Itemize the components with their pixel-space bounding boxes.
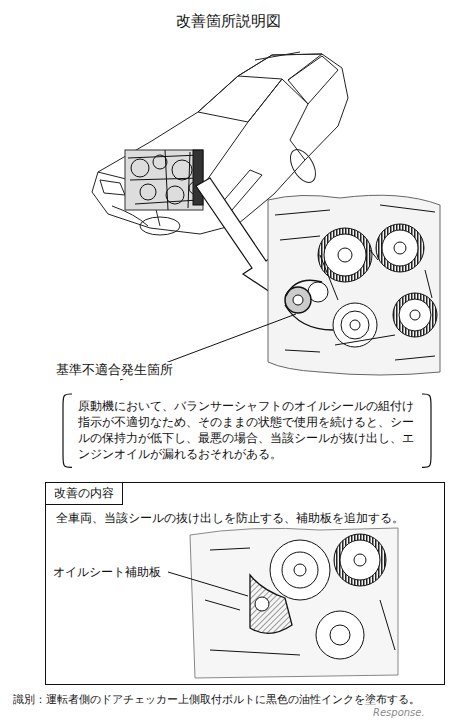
watermark: Response. (372, 707, 426, 718)
bracket-right (422, 394, 431, 467)
content-box: 改善の内容全車両、当該シールの抜け出しを防止する、補助板を追加する。 (45, 482, 445, 685)
box-text: 原動機において、バランサーシャフトのオイルシールの組付け指示が不適切なため、その… (78, 399, 416, 462)
title: 改善箇所説明図 (0, 12, 456, 31)
leader-line (168, 572, 248, 596)
identification-note: 識別：運転者側のドアチェッカー上側取付ボルトに黒色の油性インクを塗布する。 (12, 692, 421, 707)
engine-detail (268, 195, 440, 375)
box-heading: 改善の内容 (45, 482, 123, 505)
aux-plate-drawing (190, 528, 398, 678)
part-name: オイルシート補助板 (52, 564, 162, 581)
bracket-left (63, 394, 72, 467)
engine-in-car (125, 150, 203, 210)
note-bracket: 原動機において、バランサーシャフトのオイルシールの組付け指示が不適切なため、その… (62, 393, 432, 468)
location-label: 基準不適合発生箇所 (55, 362, 174, 379)
box-text: 全車両、当該シールの抜け出しを防止する、補助板を追加する。 (46, 505, 444, 532)
